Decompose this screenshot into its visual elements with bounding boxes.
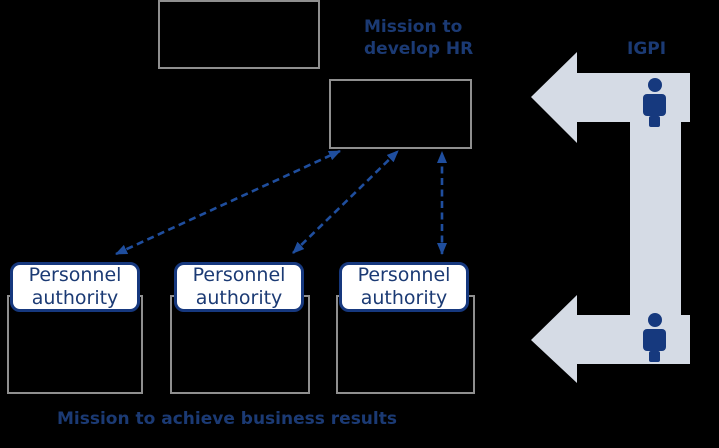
left-double-arrow-icon — [531, 52, 690, 383]
personnel-authority-label: Personnel authority — [192, 264, 286, 309]
personnel-authority-label: Personnel authority — [357, 264, 451, 309]
dashed-connector-middle — [292, 150, 399, 254]
personnel-authority-label: Personnel authority — [28, 264, 122, 309]
mission-develop-hr-line2: develop HR — [364, 39, 474, 59]
outline-box-top-left — [158, 0, 320, 69]
mission-achieve-caption: Mission to achieve business results — [57, 409, 397, 429]
personnel-authority-box-2: Personnel authority — [174, 262, 304, 312]
outline-box-center — [329, 79, 472, 149]
person-icon — [643, 313, 666, 362]
mission-develop-hr-label: Mission to develop HR — [364, 16, 473, 60]
person-icon — [643, 78, 666, 127]
dashed-connector-left — [115, 149, 341, 256]
personnel-authority-box-1: Personnel authority — [10, 262, 140, 312]
igpi-label: IGPI — [627, 39, 667, 59]
personnel-authority-box-3: Personnel authority — [339, 262, 469, 312]
mission-develop-hr-line1: Mission to — [364, 17, 463, 37]
